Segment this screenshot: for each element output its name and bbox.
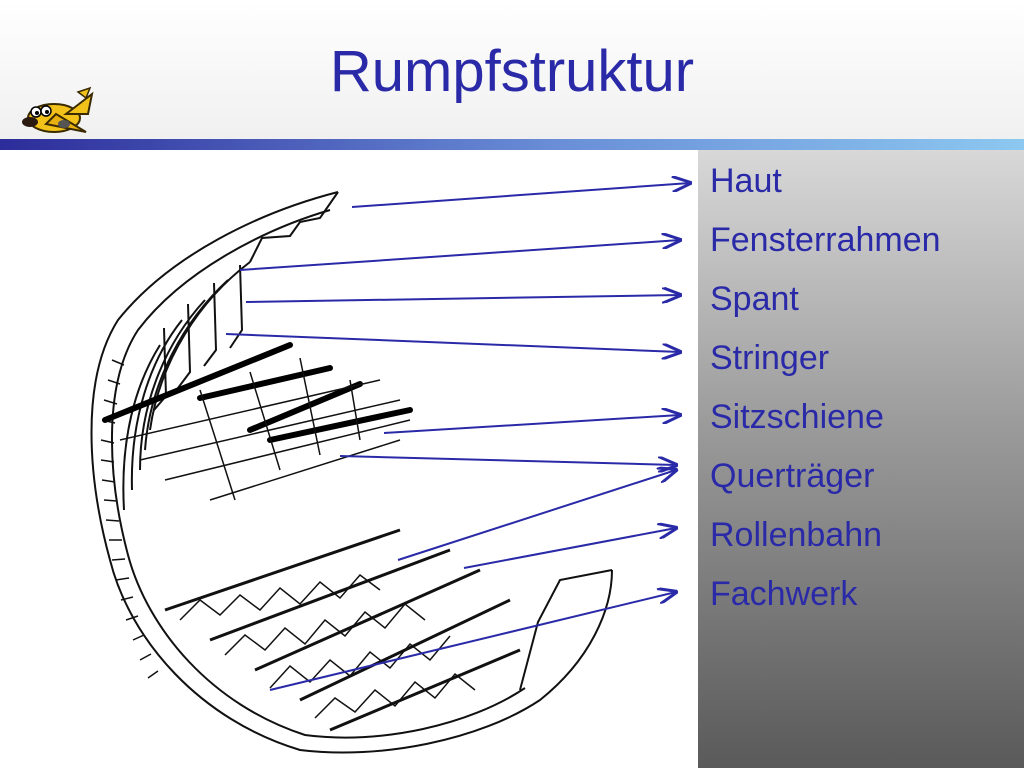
label-spant: Spant <box>710 280 799 318</box>
label-rollenbahn: Rollenbahn <box>710 516 883 554</box>
title-divider <box>0 139 1024 150</box>
label-stringer: Stringer <box>710 339 830 377</box>
label-haut: Haut <box>710 162 782 200</box>
fuselage-diagram-area <box>0 150 698 768</box>
outer-skin-shape <box>90 191 613 754</box>
label-fachwerk: Fachwerk <box>710 575 858 613</box>
label-quertraeger: Querträger <box>710 457 875 495</box>
label-sitzschiene: Sitzschiene <box>710 398 884 436</box>
inner-skin-shape <box>111 209 526 739</box>
labels-panel <box>698 150 1024 768</box>
page-title: Rumpfstruktur <box>329 39 695 104</box>
fuselage-drawing <box>90 191 613 754</box>
label-fensterrahmen: Fensterrahmen <box>710 221 941 259</box>
cartoon-airplane-icon <box>22 86 94 133</box>
title-bar <box>0 0 1024 140</box>
